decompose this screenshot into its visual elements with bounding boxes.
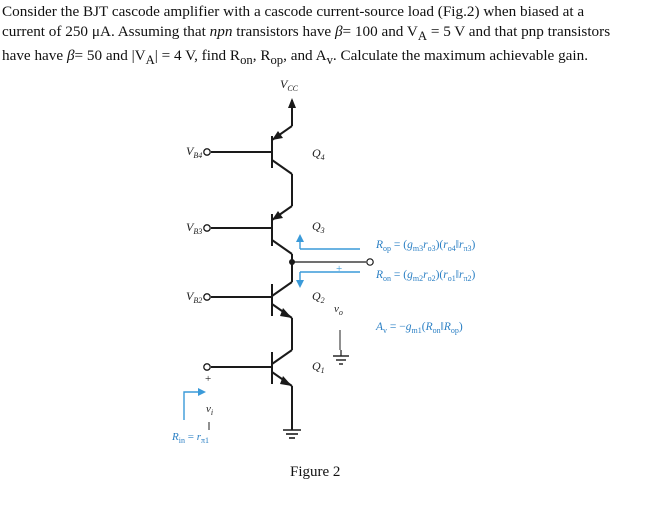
q2-collector: [271, 281, 293, 297]
problem-line-3: have have β= 50 and |VA| = 4 V, find Ron…: [2, 47, 589, 68]
vi-label: vi: [206, 403, 213, 417]
ron-equation: Ron = (gm2ro2)(ro1‖rπ2): [375, 269, 476, 283]
vcc-arrow-icon: [288, 98, 296, 108]
av-equation: Av = −gm1(Ron‖Rop): [375, 321, 463, 335]
q2-label: Q2: [312, 289, 325, 305]
output-terminal: [366, 258, 374, 266]
problem-statement: Consider the BJT cascode amplifier with …: [2, 2, 646, 71]
vi-plus: +: [205, 373, 211, 385]
input-terminal: [203, 363, 211, 371]
ron-arrow-icon: [296, 280, 304, 288]
q3-emitter-arrow-icon: [272, 211, 283, 220]
q1-collector: [271, 349, 293, 365]
rop-equation: Rop = (gm3ro3)(ro4‖rπ3): [375, 239, 476, 253]
ground-icon: [283, 429, 301, 439]
vb4-terminal: [203, 148, 211, 156]
rop-arrow-icon: [296, 234, 304, 242]
problem-line-1: Consider the BJT cascode amplifier with …: [2, 3, 585, 20]
q4-label: Q4: [312, 146, 325, 162]
vb2-terminal: [203, 293, 211, 301]
q3-collector: [271, 239, 293, 255]
vo-plus: +: [336, 263, 342, 275]
q1-label: Q1: [312, 359, 325, 375]
problem-line-2: current of 250 μA. Assuming that npn tra…: [2, 22, 611, 43]
figure-caption: Figure 2: [290, 464, 341, 480]
rin-arrow-icon: [198, 388, 206, 396]
q2-emitter-arrow-icon: [280, 308, 292, 318]
q1-emitter-arrow-icon: [280, 376, 292, 386]
vb2-label: VB2: [186, 289, 202, 305]
vb3-terminal: [203, 224, 211, 232]
vo-ground-icon: [333, 350, 349, 365]
q4-collector: [271, 159, 293, 175]
rin-equation: Rin = rπ1: [171, 431, 209, 445]
vcc-label: VCC: [280, 77, 299, 93]
vb3-label: VB3: [186, 220, 202, 236]
q3-label: Q3: [312, 219, 325, 235]
vo-label: vo: [334, 303, 343, 317]
rin-indicator-line: [183, 391, 200, 420]
vb4-label: VB4: [186, 144, 202, 160]
q4-emitter-arrow-icon: [272, 131, 283, 140]
